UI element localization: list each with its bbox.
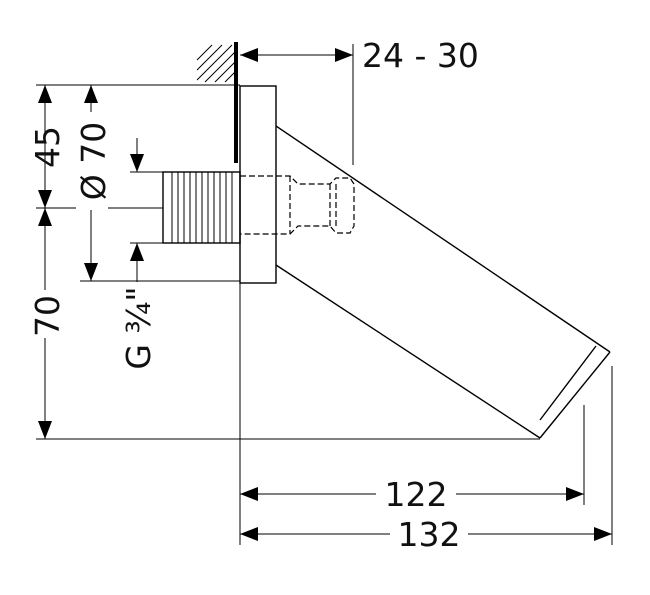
dim-thread: G ¾" (119, 138, 163, 370)
dim-flange-diameter-label: Ø 70 (74, 122, 113, 200)
dim-height-bottom: 70 (28, 208, 67, 439)
dim-length-inner: 122 (240, 475, 584, 514)
threaded-connector (162, 171, 241, 244)
spout-body (275, 125, 611, 439)
dim-flange-diameter: Ø 70 (74, 85, 113, 281)
hidden-internal-fitting (240, 175, 355, 235)
dim-length-inner-label: 122 (385, 475, 448, 514)
wall-hatching (196, 44, 237, 83)
dim-length-outer-label: 132 (398, 515, 461, 554)
dim-height-top-label: 45 (28, 126, 67, 168)
dim-wall-offset-label: 24 - 30 (362, 36, 479, 75)
dim-thread-label: G ¾" (119, 286, 158, 369)
flange-plate (239, 85, 277, 284)
dim-length-outer: 132 (240, 515, 612, 554)
dim-height-top: 45 (28, 85, 67, 208)
dim-wall-offset: 24 - 30 (240, 36, 479, 165)
dim-height-bottom-label: 70 (28, 295, 67, 337)
